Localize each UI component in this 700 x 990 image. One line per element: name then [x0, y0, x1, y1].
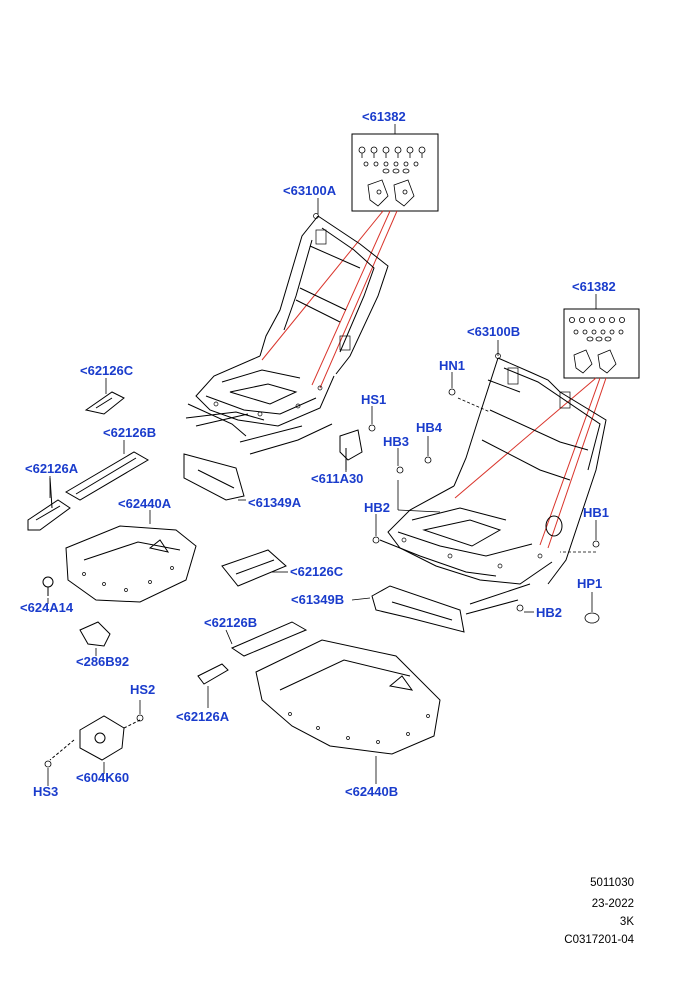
callout-62126B-top[interactable]: <62126B — [103, 425, 157, 440]
trim-62126B-top — [65, 451, 149, 501]
footer-illustration-id: C0317201-04 — [564, 934, 634, 946]
callout-HN1[interactable]: HN1 — [439, 358, 466, 373]
callout-HB4[interactable]: HB4 — [416, 420, 443, 435]
kit-connector-lines — [261, 210, 607, 549]
callout-HB3[interactable]: HB3 — [383, 434, 410, 449]
bracket-61349B — [371, 585, 465, 633]
callout-62126A-top[interactable]: <62126A — [25, 461, 79, 476]
leader-lines — [47, 124, 597, 786]
callout-624A14[interactable]: <624A14 — [20, 600, 74, 615]
callout-HB2-left[interactable]: HB2 — [364, 500, 391, 515]
footer-code: 5011030 — [590, 877, 634, 889]
callout-HS2[interactable]: HS2 — [130, 682, 156, 697]
trim-62126A-top — [27, 477, 71, 531]
callout-HS3[interactable]: HS3 — [33, 784, 59, 799]
callout-63100B[interactable]: <63100B — [467, 324, 521, 339]
fastener-kit-box-top — [351, 133, 439, 212]
callout-HB1[interactable]: HB1 — [583, 505, 610, 520]
cover-286B92 — [79, 621, 111, 647]
pan-62440B — [255, 639, 441, 755]
bracket-611A30 — [339, 429, 363, 470]
callout-604K60[interactable]: <604K60 — [76, 770, 130, 785]
callout-61382-right[interactable]: <61382 — [572, 279, 616, 294]
seat-frame-63100A — [185, 213, 389, 455]
footer-version: 3K — [619, 916, 634, 928]
callout-286B92[interactable]: <286B92 — [76, 654, 130, 669]
callout-HB2-right[interactable]: HB2 — [536, 605, 563, 620]
seat-frame-63100B — [379, 353, 607, 615]
trim-62126C-mid — [221, 549, 287, 587]
callout-611A30[interactable]: <611A30 — [311, 471, 364, 486]
callout-61382-top[interactable]: <61382 — [362, 109, 406, 124]
bracket-61349A — [183, 453, 245, 501]
clip-624A14 — [42, 576, 54, 596]
bolts-misc — [44, 388, 600, 768]
callout-61349A[interactable]: <61349A — [248, 495, 302, 510]
callout-62126C-mid[interactable]: <62126C — [290, 564, 344, 579]
trim-62126B-mid — [230, 621, 308, 657]
callout-HS1[interactable]: HS1 — [361, 392, 387, 407]
fastener-kit-box-right — [563, 308, 640, 379]
callout-63100A[interactable]: <63100A — [283, 183, 337, 198]
trim-62126A-bottom — [197, 663, 229, 685]
callout-62126C-top[interactable]: <62126C — [80, 363, 134, 378]
callout-62440A[interactable]: <62440A — [118, 496, 172, 511]
trim-62126C-top — [84, 391, 125, 415]
footer-date: 23-2022 — [591, 898, 634, 910]
pan-62440A — [65, 525, 197, 603]
callout-62440B[interactable]: <62440B — [345, 784, 399, 799]
callout-HP1[interactable]: HP1 — [577, 576, 603, 591]
callout-62126A-bottom[interactable]: <62126A — [176, 709, 230, 724]
mechanism-604K60 — [49, 715, 141, 761]
callout-61349B[interactable]: <61349B — [291, 592, 345, 607]
callout-62126B-mid[interactable]: <62126B — [204, 615, 258, 630]
